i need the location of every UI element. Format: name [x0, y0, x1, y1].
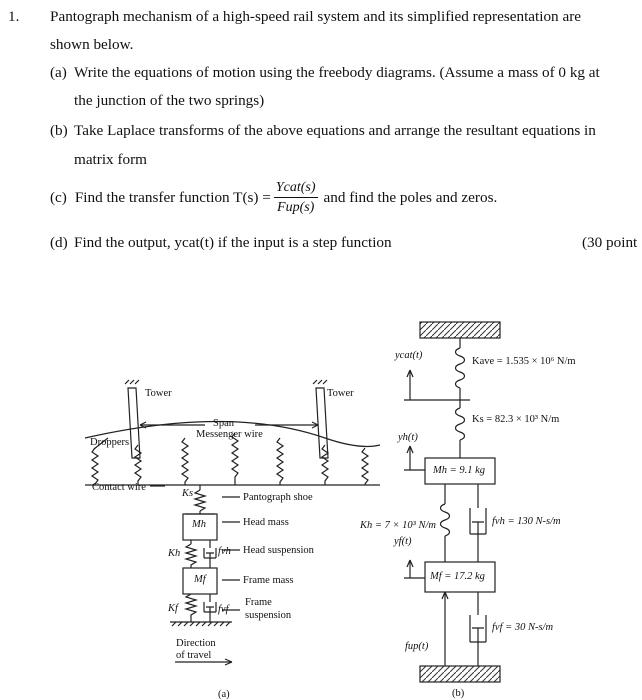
dropper-5: [275, 437, 285, 485]
kf-label-a: Kf: [168, 603, 178, 614]
ks-spring-b: [454, 407, 466, 441]
tower-left-label: Tower: [145, 388, 172, 399]
ks-spring-a: [192, 489, 208, 512]
fvf-label-b: fvf = 30 N-s/m: [492, 622, 554, 633]
fvf-damper-b: [469, 615, 487, 666]
fvf-damper-a: [203, 602, 217, 622]
fup-label: fup(t): [405, 641, 429, 652]
ycat-label: ycat(t): [395, 350, 423, 361]
part-c-suffix: and find the poles and zeros.: [323, 188, 498, 206]
tower-right-shape: [315, 387, 329, 459]
fvh-damper-b: [469, 508, 487, 562]
fvh-label-b: fvh = 130 N-s/m: [492, 516, 561, 527]
kh-spring-b: [439, 503, 451, 537]
mh-box-b: [424, 457, 496, 485]
dropper-7: [360, 447, 370, 485]
intro-line-1: Pantograph mechanism of a high-speed rai…: [50, 8, 581, 25]
top-ground: [419, 321, 501, 339]
mh-label-a: Mh: [192, 519, 206, 530]
fvf-label-a: fvf: [218, 604, 229, 615]
mf-label-b: Mf = 17.2 kg: [430, 571, 485, 582]
frame-suspension-label-2: suspension: [245, 610, 292, 621]
direction-label-1: Direction: [176, 638, 216, 649]
part-d-text: Find the output, ycat(t) if the input is…: [74, 234, 392, 251]
intro-line-2: shown below.: [50, 36, 134, 53]
dropper-2: [133, 444, 143, 485]
kh-label-b: Kh = 7 × 10³ N/m: [360, 520, 436, 531]
part-a-line-2: the junction of the two springs): [74, 92, 265, 109]
frame-mass-label: Frame mass: [243, 575, 294, 586]
mf-box-b: [424, 561, 496, 593]
messenger-wire: [84, 420, 381, 448]
mf-label-a: Mf: [194, 574, 206, 585]
fvh-damper-a: [203, 548, 217, 568]
part-a-line-1: Write the equations of motion using the …: [74, 64, 600, 81]
transfer-function-fraction: Ycat(s) Fup(s): [273, 178, 318, 217]
part-c-label: (c): [50, 188, 67, 206]
droppers-label: Droppers: [90, 437, 130, 448]
transfer-function-denominator: Fup(s): [277, 199, 315, 215]
part-b-line-1: Take Laplace transforms of the above equ…: [74, 122, 596, 139]
part-a-label: (a): [50, 64, 67, 81]
part-c: (c) Find the transfer function T(s) = Yc…: [50, 176, 497, 218]
figure-a-caption: (a): [218, 689, 230, 700]
fvh-label-a: fvh: [218, 546, 231, 557]
direction-label-2: of travel: [176, 650, 212, 661]
ks-label-b: Ks = 82.3 × 10³ N/m: [472, 414, 560, 425]
part-b-label: (b): [50, 122, 68, 139]
dropper-6: [320, 444, 330, 485]
points-label: (30 point: [582, 234, 638, 251]
kave-spring: [454, 347, 466, 389]
mf-box-a: [182, 567, 218, 595]
tower-left-hatch: [124, 379, 140, 385]
head-suspension-label: Head suspension: [243, 545, 314, 556]
tower-right-label: Tower: [327, 388, 354, 399]
dropper-3: [180, 437, 190, 485]
part-b-line-2: matrix form: [74, 151, 147, 168]
part-c-prefix: Find the transfer function T(s) =: [74, 188, 271, 206]
kh-spring-a: [183, 543, 199, 568]
messenger-wire-label: Messenger wire: [196, 429, 263, 440]
contact-wire-label: Contact wire: [92, 482, 146, 493]
transfer-function-numerator: Ycat(s): [273, 178, 318, 198]
pantograph-shoe-label: Pantograph shoe: [243, 492, 313, 503]
head-mass-label: Head mass: [243, 517, 289, 528]
dropper-1: [90, 447, 100, 485]
part-d-label: (d): [50, 234, 68, 251]
problem-number: 1.: [8, 8, 20, 25]
yh-label: yh(t): [398, 432, 418, 443]
mh-box-a: [182, 513, 218, 541]
dropper-4: [230, 432, 240, 485]
bottom-ground: [419, 665, 501, 683]
tower-right-hatch: [312, 379, 328, 385]
ks-label-a: Ks: [182, 488, 194, 499]
kf-spring-a: [183, 593, 199, 622]
kh-label-a: Kh: [168, 548, 181, 559]
yf-label: yf(t): [394, 536, 412, 547]
tower-left-shape: [127, 387, 141, 459]
figure-b-caption: (b): [452, 688, 465, 699]
span-label: Span: [213, 418, 234, 429]
mh-label-b: Mh = 9.1 kg: [433, 465, 485, 476]
frame-suspension-label-1: Frame: [245, 597, 272, 608]
kave-label: Kave = 1.535 × 10⁶ N/m: [472, 356, 576, 367]
